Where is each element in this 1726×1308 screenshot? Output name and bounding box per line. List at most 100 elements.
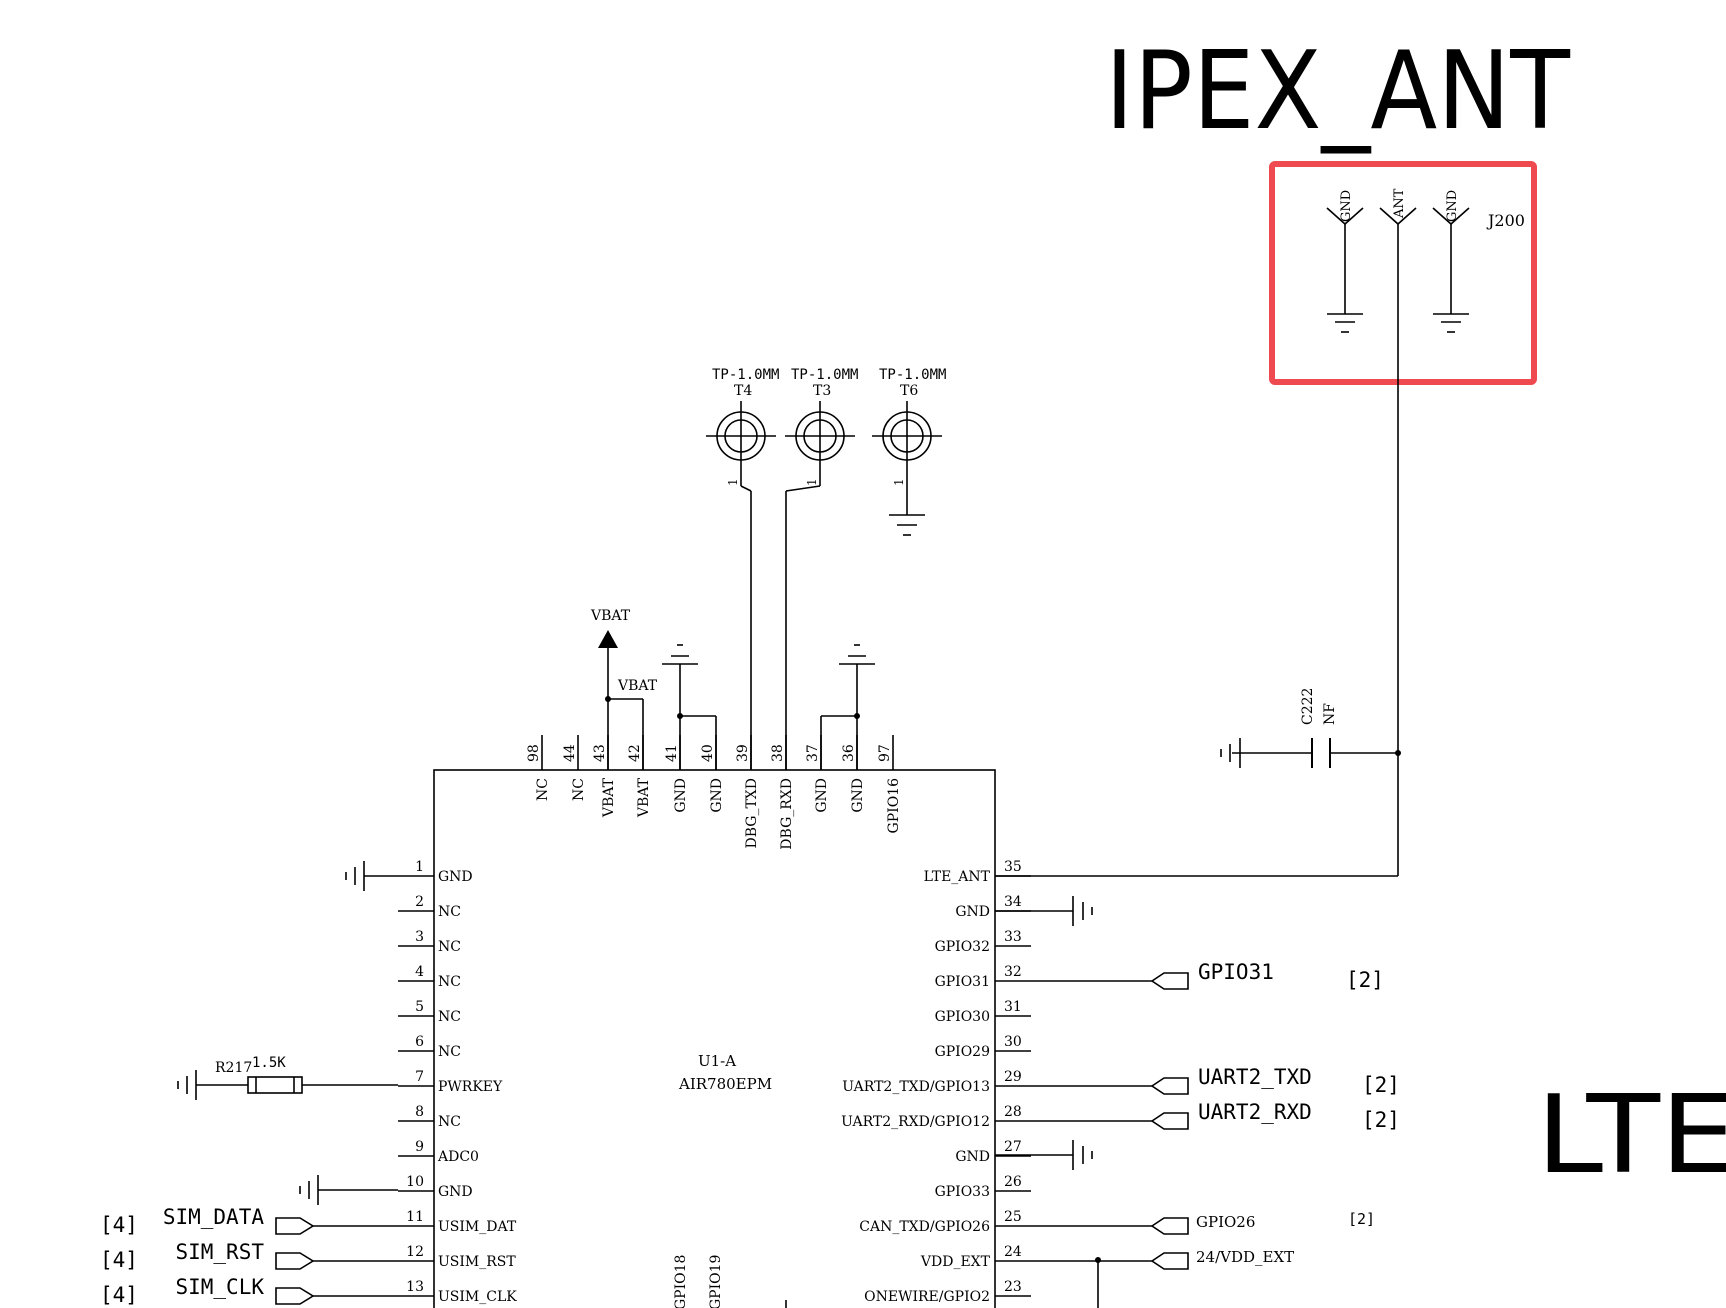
pin-number: 42 — [627, 744, 643, 762]
left-port[interactable]: SIM_CLK[4] — [100, 1275, 398, 1307]
pin-number: 5 — [415, 999, 424, 1015]
module-left-pin[interactable]: 2NC — [398, 894, 461, 920]
pin-number: 29 — [1004, 1069, 1022, 1085]
pin-name: NC — [535, 778, 551, 801]
pin-name: USIM_RST — [438, 1254, 516, 1270]
left-port[interactable]: SIM_RST[4] — [100, 1240, 398, 1272]
pin-name: GND — [955, 1149, 990, 1165]
pin-name: DBG_RXD — [779, 778, 795, 850]
testpoint-t3[interactable]: TP-1.0MM T3 1 — [785, 367, 858, 770]
left-port[interactable]: SIM_DATA[4] — [100, 1205, 398, 1237]
pin-name: UART2_RXD/GPIO12 — [841, 1114, 990, 1130]
capacitor-c222[interactable]: C222 NF — [1220, 688, 1398, 768]
connector-pin-label: GND — [1339, 190, 1354, 222]
ant-net-wire — [995, 382, 1401, 877]
module-part: AIR780EPM — [678, 1075, 772, 1093]
right-port[interactable]: UART2_TXD[2] — [1031, 1065, 1400, 1097]
pin-number: 35 — [1004, 859, 1022, 875]
module-left-pin[interactable]: 8NC — [398, 1104, 461, 1130]
right-port[interactable]: UART2_RXD[2] — [1031, 1100, 1400, 1132]
module-left-pins: 1GND2NC3NC4NC5NC6NC7PWRKEY8NC9ADC010GND1… — [398, 859, 517, 1305]
module-left-pin[interactable]: 5NC — [398, 999, 461, 1025]
vbat-power-symbol: VBAT VBAT — [590, 608, 658, 770]
pin-name: VBAT — [601, 777, 617, 818]
ground-symbol-pin34 — [995, 896, 1093, 926]
pin-number: 28 — [1004, 1104, 1022, 1120]
connector-j200[interactable]: J200 GND ANT GND — [1326, 188, 1525, 382]
right-port[interactable]: GPIO26[2] — [1031, 1210, 1375, 1235]
module-top-pins: 98NC44NC43VBAT42VBAT41GND40GND39DBG_TXD3… — [526, 735, 902, 850]
pin-name: USIM_DAT — [438, 1219, 517, 1235]
module-u1a[interactable]: U1-A AIR780EPM 98NC44NC43VBAT42VBAT41GND… — [398, 735, 1031, 1308]
right-port[interactable]: 24/VDD_EXT — [1031, 1248, 1294, 1270]
pin-number: 2 — [415, 894, 424, 910]
connector-ref: J200 — [1486, 211, 1525, 230]
testpoint-t6[interactable]: TP-1.0MM T6 1 — [872, 367, 946, 536]
module-left-pin[interactable]: 4NC — [398, 964, 461, 990]
capacitor-value: NF — [1322, 703, 1338, 725]
testpoint-ref: T6 — [900, 383, 918, 399]
highlight-box — [1269, 161, 1537, 385]
pin-name: GPIO33 — [935, 1184, 990, 1200]
pin-name: ONEWIRE/GPIO2 — [864, 1289, 990, 1305]
pin-number: 26 — [1004, 1174, 1022, 1190]
port-label: SIM_RST — [175, 1240, 264, 1264]
pin-name: GND — [850, 778, 866, 813]
pin-name: GND — [955, 904, 990, 920]
pin-name: GPIO32 — [935, 939, 990, 955]
pin-name: NC — [438, 1009, 461, 1025]
port-ref: [4] — [100, 1213, 138, 1237]
port-ref: [2] — [1346, 968, 1384, 992]
testpoint-t4[interactable]: TP-1.0MM T4 1 — [706, 367, 779, 770]
module-left-pin[interactable]: 3NC — [398, 929, 461, 955]
pin-number: 24 — [1004, 1244, 1022, 1260]
pin-number: 23 — [1004, 1279, 1022, 1295]
resistor-r217[interactable]: R217 1.5K — [177, 1055, 398, 1100]
pin-number: 98 — [526, 744, 542, 762]
pin-name: GPIO29 — [935, 1044, 990, 1060]
testpoint-ref: T4 — [734, 383, 752, 399]
pin-number: 8 — [415, 1104, 424, 1120]
pin-number: 27 — [1004, 1139, 1022, 1155]
testpoint-ref: T3 — [813, 383, 831, 399]
module-left-pin[interactable]: 6NC — [398, 1034, 461, 1060]
right-port[interactable]: GPIO31[2] — [1031, 960, 1384, 992]
pin-name: CAN_TXD/GPIO26 — [859, 1219, 990, 1235]
testpoint-pin: 1 — [805, 478, 819, 486]
port-label: SIM_CLK — [175, 1275, 264, 1299]
pin-name: NC — [438, 904, 461, 920]
